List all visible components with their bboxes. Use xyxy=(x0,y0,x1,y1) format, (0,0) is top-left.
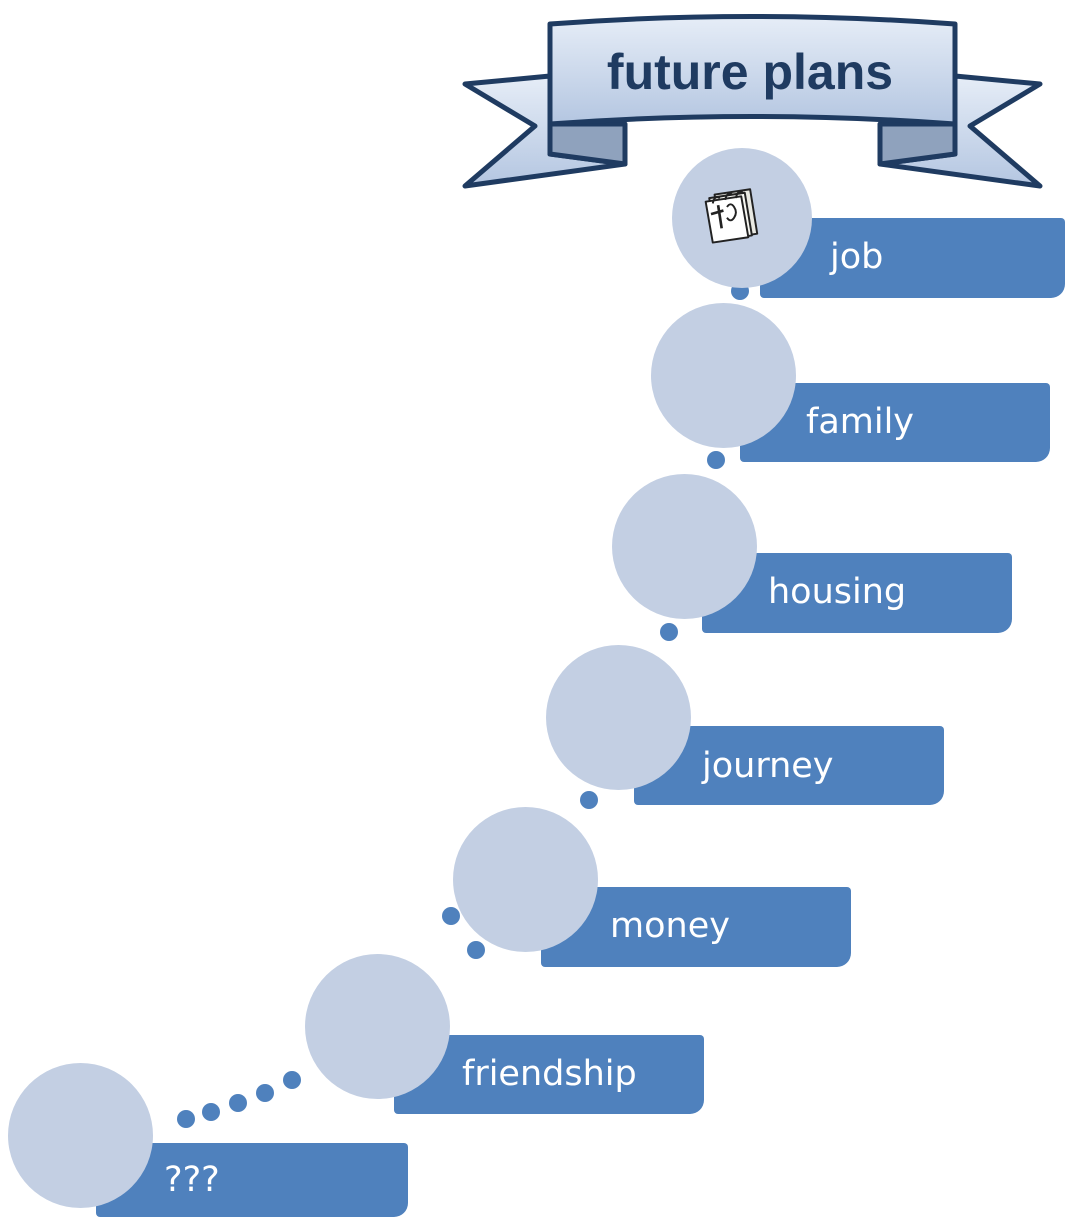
connector-dot xyxy=(256,1084,274,1102)
step-circle-friendship xyxy=(305,954,450,1099)
ribbon-graphic xyxy=(462,14,1043,189)
calendar-icon xyxy=(704,188,759,244)
connector-dot xyxy=(707,451,725,469)
step-label-journey: journey xyxy=(702,746,834,786)
connector-dot xyxy=(442,907,460,925)
step-label-friendship: friendship xyxy=(462,1054,637,1094)
step-circle-journey xyxy=(546,645,691,790)
step-label-money: money xyxy=(610,906,730,946)
step-label-family: family xyxy=(806,402,915,442)
step-label-job: job xyxy=(830,237,884,277)
diagram-title: future plans xyxy=(606,44,894,100)
connector-dot xyxy=(467,941,485,959)
step-box-job xyxy=(760,218,1065,298)
connector-dot xyxy=(660,623,678,641)
step-circle-unknown xyxy=(8,1063,153,1208)
connector-dot xyxy=(202,1103,220,1121)
step-label-unknown: ??? xyxy=(164,1160,220,1200)
connector-dot xyxy=(283,1071,301,1089)
step-circle-family xyxy=(651,303,796,448)
connector-dot xyxy=(229,1094,247,1112)
step-circle-housing xyxy=(612,474,757,619)
connector-dot xyxy=(177,1110,195,1128)
step-circle-money xyxy=(453,807,598,952)
step-label-housing: housing xyxy=(768,572,907,612)
title-banner: future plans xyxy=(455,14,1050,189)
connector-dot xyxy=(580,791,598,809)
